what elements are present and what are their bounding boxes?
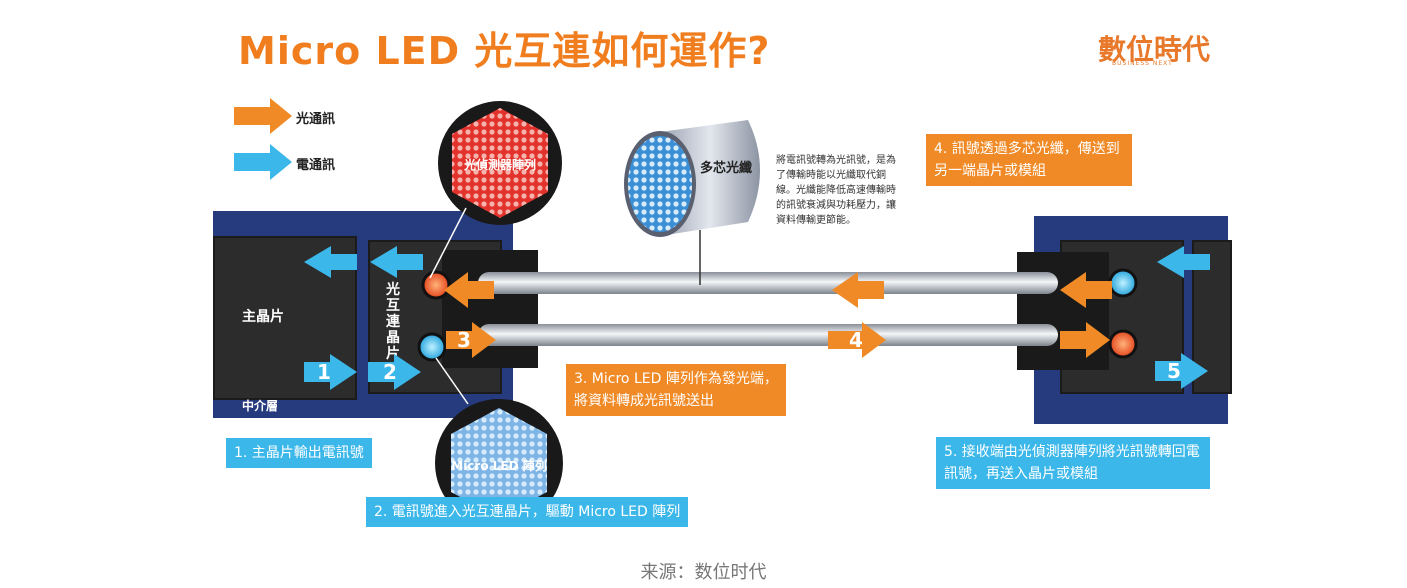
blue-arrow-right-3 xyxy=(1155,353,1208,389)
orange-arrow-lower-1 xyxy=(446,322,496,358)
step-number-4: 4 xyxy=(849,328,863,352)
step-4-box: 4. 訊號透過多芯光纖，傳送到另一端晶片或模組 xyxy=(926,134,1132,186)
blue-arrow-left-3 xyxy=(1157,246,1210,278)
blue-arrow-left-1 xyxy=(304,246,357,278)
step-1-box: 1. 主晶片輸出電訊號 xyxy=(226,438,372,468)
brand-logo-subtitle: BUSINESS NEXT xyxy=(1112,60,1173,67)
step-2-box: 2. 電訊號進入光互連晶片，驅動 Micro LED 陣列 xyxy=(366,497,689,527)
microled-array-label: Micro LED 陣列 xyxy=(451,459,547,473)
blue-arrow-left-2 xyxy=(370,246,423,278)
legend-optical-label: 光通訊 xyxy=(296,112,336,127)
left-detector-dot xyxy=(421,270,451,300)
blue-arrow-right-1 xyxy=(304,354,357,390)
interposer-label: 中介層 xyxy=(242,399,279,413)
page-title: Micro LED 光互連如何運作? xyxy=(238,29,771,73)
orange-arrow-upper-2 xyxy=(832,272,884,308)
detector-array-label: 光偵測器陣列 xyxy=(463,158,536,172)
brand-logo: 數位時代 xyxy=(1098,33,1211,66)
orange-arrow-lower-3 xyxy=(1060,322,1110,358)
step-number-1: 1 xyxy=(317,360,331,384)
right-microled-dot xyxy=(1108,268,1138,298)
step-3-box: 3. Micro LED 陣列作為發光端，將資料轉成光訊號送出 xyxy=(566,364,786,416)
right-fiber-connector xyxy=(1017,252,1109,370)
interconnect-chip-label: 光互連晶片 xyxy=(386,282,400,362)
step-number-2: 2 xyxy=(383,360,397,384)
step-number-3: 3 xyxy=(457,328,471,352)
main-chip-label: 主晶片 xyxy=(242,309,284,325)
step-5-box: 5. 接收端由光偵測器陣列將光訊號轉回電訊號，再送入晶片或模組 xyxy=(936,437,1210,489)
electrical-arrow-icon xyxy=(234,144,292,180)
legend-electrical-label: 電通訊 xyxy=(296,158,336,173)
source-caption: 来源：数位时代 xyxy=(640,562,767,583)
fiber-bundle-label: 多芯光纖 xyxy=(700,161,753,176)
left-microled-dot xyxy=(417,332,447,362)
orange-arrow-upper-3 xyxy=(1060,272,1112,308)
right-detector-dot xyxy=(1108,329,1138,359)
step-number-5: 5 xyxy=(1167,359,1181,383)
orange-arrow-lower-2 xyxy=(828,322,886,358)
optical-arrow-icon xyxy=(234,98,292,134)
fiber-upper xyxy=(478,272,1058,294)
orange-arrow-upper-1 xyxy=(444,272,494,308)
fiber-lower xyxy=(478,324,1058,346)
blue-arrow-right-2 xyxy=(368,354,421,390)
fiber-description: 將電訊號轉為光訊號，是為了傳輸時能以光纖取代銅線。光纖能降低高速傳輸時的訊號衰減… xyxy=(776,155,896,226)
